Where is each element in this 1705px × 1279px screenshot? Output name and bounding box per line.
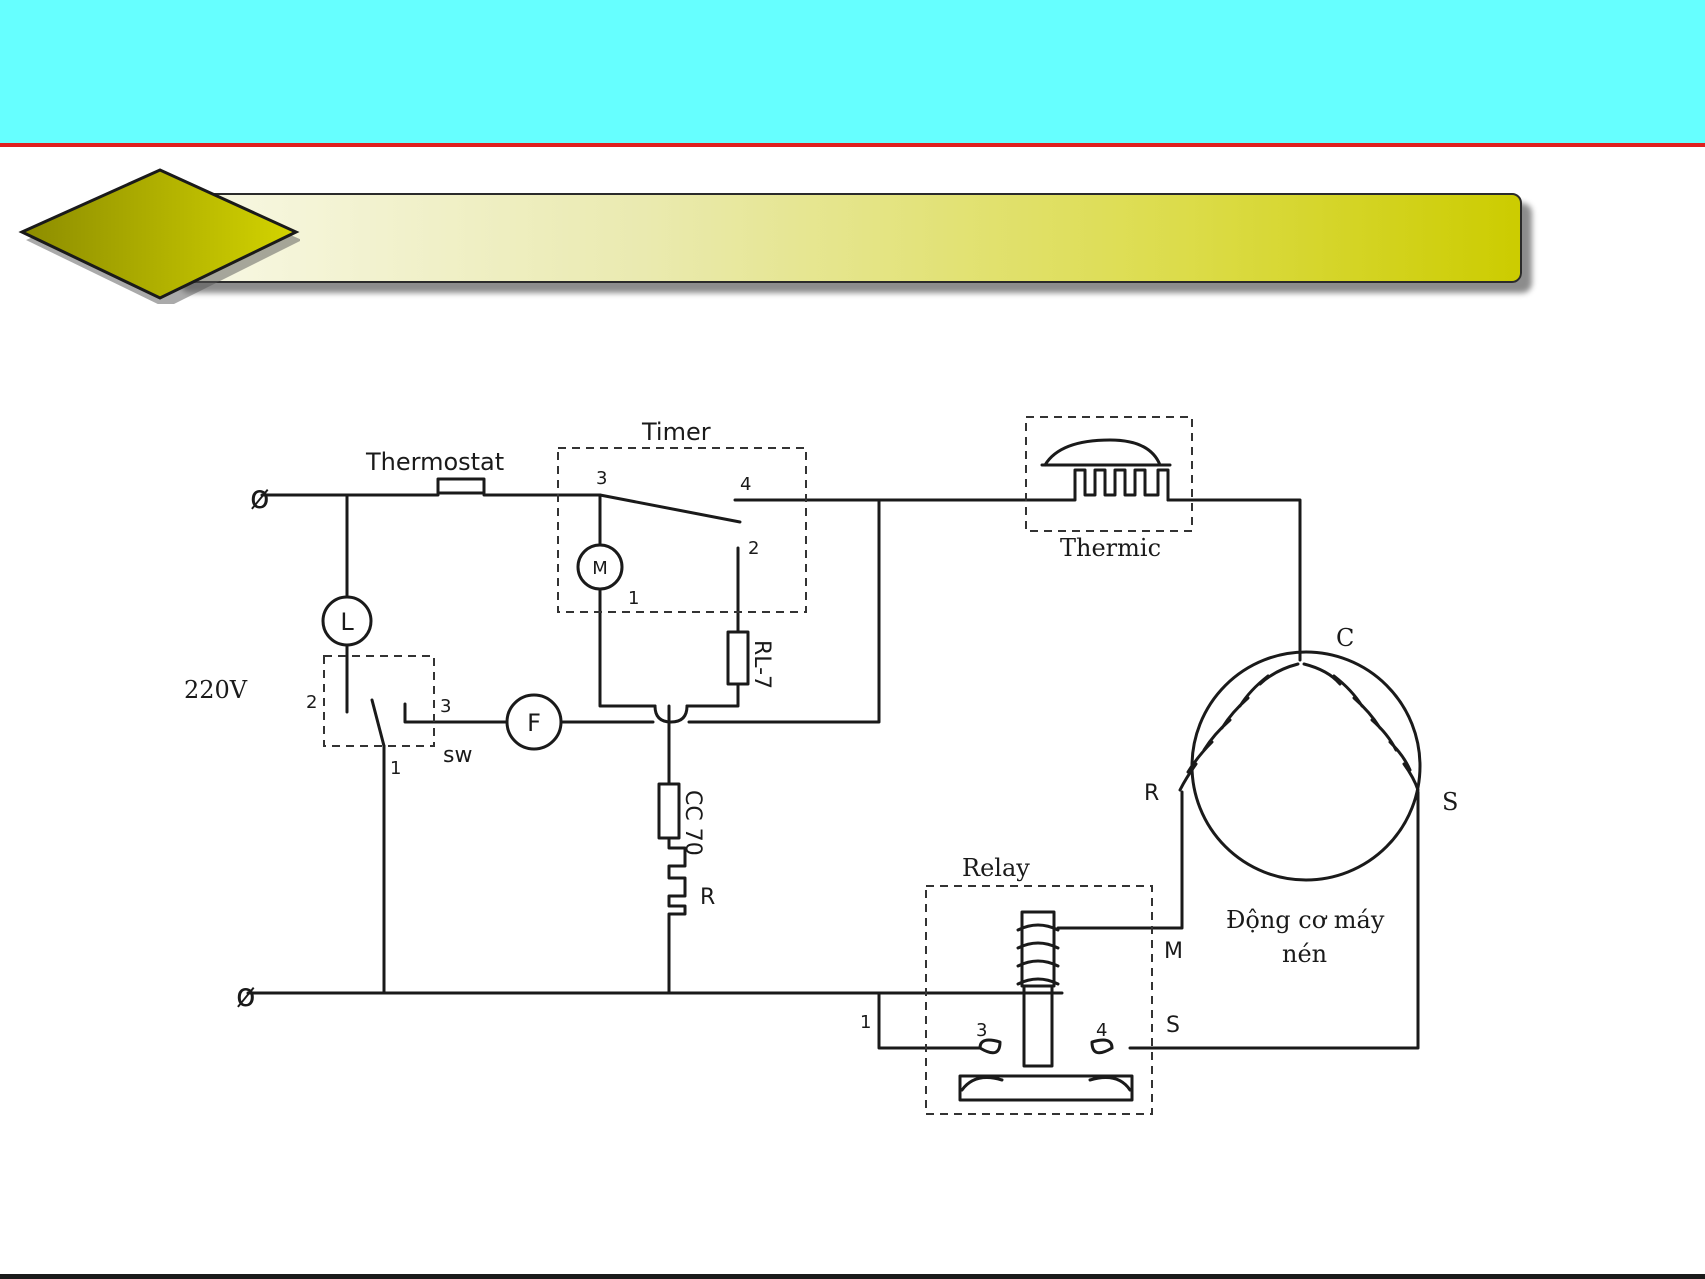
- voltage-label: 220V: [184, 676, 248, 704]
- resistor-rl7: [728, 632, 748, 684]
- switch-pin-3: 3: [440, 696, 451, 717]
- relay-base: [960, 1076, 1132, 1100]
- timer-pin-4: 4: [740, 474, 751, 495]
- motor-label-line2: nén: [1282, 940, 1327, 968]
- wire-rl7-down: [687, 684, 738, 706]
- bottom-border: [0, 1274, 1705, 1279]
- door-switch-blade: [372, 700, 384, 746]
- thermostat-label: Thermostat: [365, 448, 504, 476]
- terminal-r-label: R: [1144, 781, 1159, 806]
- timer-pin-2: 2: [748, 538, 759, 559]
- relay-label: Relay: [962, 854, 1030, 882]
- timer-label: Timer: [641, 418, 711, 446]
- heater-label: R: [700, 885, 715, 910]
- timer-motor-label: M: [592, 558, 608, 579]
- relay-coil-core: [1022, 912, 1054, 986]
- lamp-label: L: [340, 608, 354, 636]
- wire-r-to-relay: [1058, 792, 1182, 928]
- relay-plunger: [1024, 986, 1052, 1066]
- thermic-element: [1030, 470, 1168, 500]
- timer-pin-1: 1: [628, 588, 639, 609]
- thermostat-symbol: [438, 479, 484, 493]
- resistor-cc70: [659, 784, 679, 838]
- wire-relay-pin1: [879, 993, 980, 1048]
- heater-r: [669, 838, 685, 993]
- relay-coil: [1018, 925, 1058, 984]
- resistor-cc70-label: CC 70: [680, 790, 705, 856]
- timer-switch-arm: [600, 495, 740, 522]
- terminal-c-label: C: [1336, 624, 1354, 652]
- thermic-disc: [1042, 440, 1170, 465]
- timer-pin-3: 3: [596, 468, 607, 489]
- relay-pin-4: 4: [1096, 1020, 1107, 1041]
- relay-contact-right: [1090, 1040, 1130, 1090]
- relay-pin-3: 3: [976, 1020, 987, 1041]
- winding-right: [1304, 664, 1418, 790]
- wire-thermic-to-c: [1168, 500, 1300, 660]
- terminal-s-label: S: [1442, 788, 1458, 816]
- relay-s-label: S: [1166, 1013, 1180, 1038]
- resistor-rl7-label: RL-7: [749, 640, 774, 689]
- wire-crossover-hop: [655, 706, 687, 722]
- terminal-top: ø: [250, 478, 270, 516]
- motor-label-line1: Động cơ máy: [1226, 906, 1385, 934]
- door-switch-pin3: [405, 704, 507, 722]
- switch-pin-1: 1: [390, 758, 401, 779]
- fan-label: F: [527, 709, 541, 737]
- terminal-bottom: ø: [236, 976, 256, 1014]
- thermic-label: Thermic: [1060, 534, 1161, 562]
- relay-pin-1: 1: [860, 1012, 871, 1033]
- switch-pin-2: 2: [306, 692, 317, 713]
- switch-label: sw: [443, 743, 472, 768]
- relay-m-label: M: [1164, 939, 1183, 964]
- compressor-motor: [1192, 652, 1420, 880]
